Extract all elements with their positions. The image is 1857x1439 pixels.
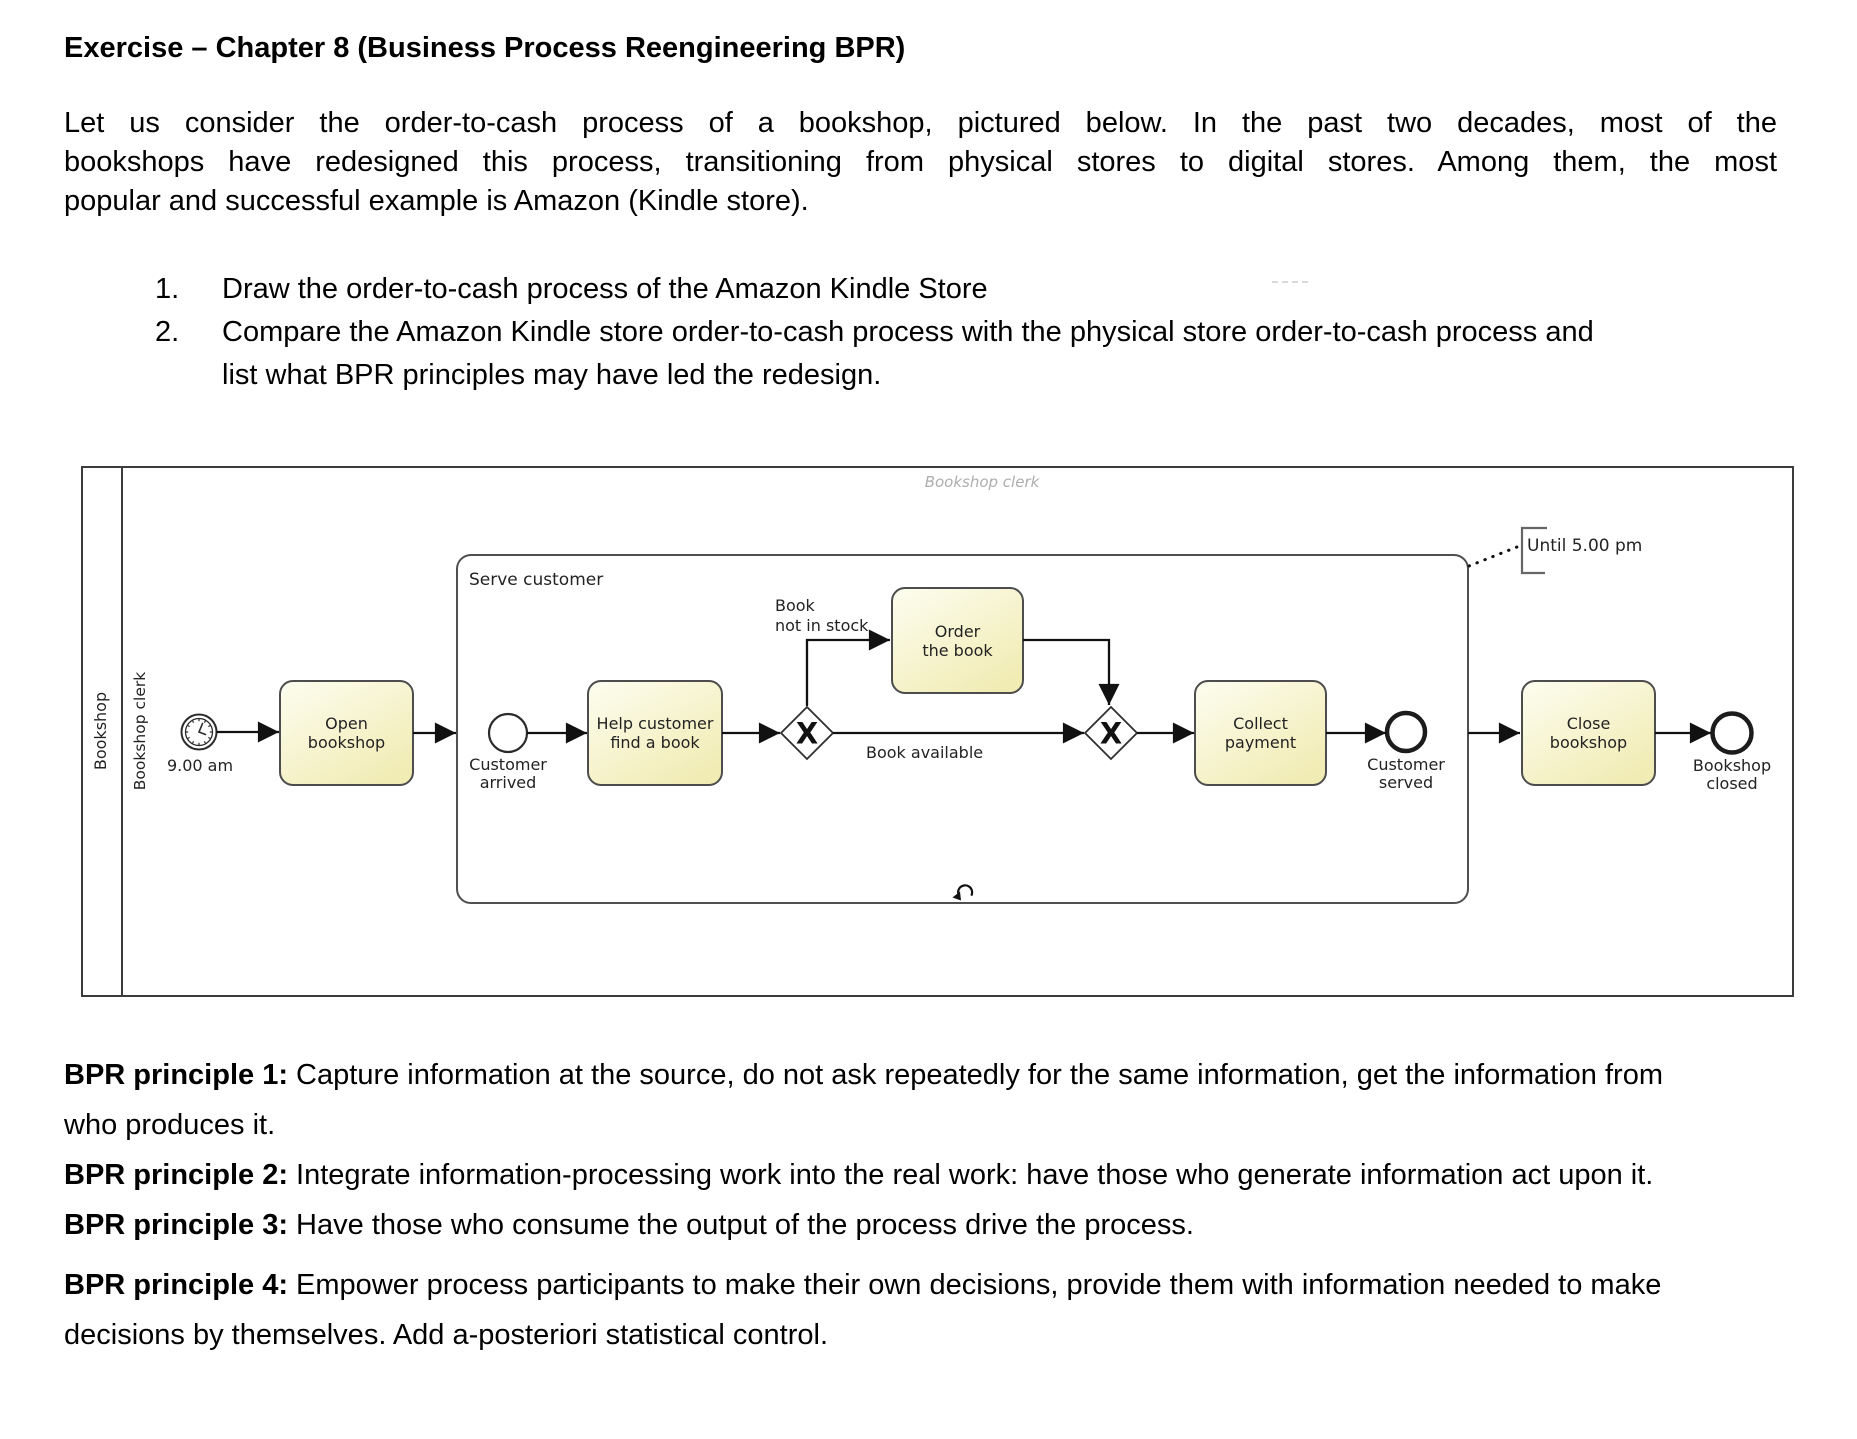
xor-split-x-icon: X [796, 717, 818, 751]
flow-order-to-merge [1023, 638, 1120, 705]
event-label-line: Customer [1367, 755, 1445, 774]
intro-line: Let us consider the order-to-cash proces… [64, 107, 1777, 139]
timer-clock-hands [198, 722, 207, 736]
task-label-line: bookshop [307, 733, 386, 752]
intro-line: bookshops have redesigned this process, … [64, 146, 1777, 178]
bpr-principle-2-label: BPR principle 2: [64, 1159, 288, 1191]
end-event-customer-served [1384, 710, 1428, 754]
list-number: 2. [155, 316, 180, 348]
end-event-bookshop-closed [1710, 711, 1754, 755]
bpr-principle-1-text: Capture information at the source, do no… [288, 1059, 1663, 1091]
event-label-bookshop-closed: Bookshop closed [1662, 757, 1802, 792]
exercise-list: 1. Draw the order-to-cash process of the … [155, 268, 1780, 397]
bpr-principle-3: BPR principle 3: Have those who consume … [64, 1200, 1777, 1250]
task-order-book-label: Order the book [892, 588, 1023, 693]
event-label-line: arrived [479, 772, 537, 792]
bpr-principle-2: BPR principle 2: Integrate information-p… [64, 1150, 1777, 1200]
intro-line: popular and successful example is Amazon… [64, 185, 809, 217]
xor-gateway-merge [1083, 705, 1139, 761]
task-label-line: find a book [610, 733, 700, 752]
list-item: 1. Draw the order-to-cash process of the … [155, 268, 1780, 311]
bpr-principle-3-label: BPR principle 3: [64, 1209, 288, 1241]
subprocess-serve-customer [456, 554, 1469, 904]
page-title: Exercise – Chapter 8 (Business Process R… [64, 32, 906, 64]
timer-clock-ticks [186, 719, 212, 745]
task-label-line: Close [1566, 714, 1611, 733]
list-item-continued: list what BPR principles may have led th… [222, 359, 882, 391]
list-number: 1. [155, 273, 180, 305]
task-label-line: Order [934, 621, 981, 641]
start-event-customer-arrived [487, 712, 529, 754]
sequence-flows [216, 629, 1711, 744]
xor-gateway-split [779, 705, 835, 761]
task-label-line: Help customer [596, 714, 714, 733]
bpr-principle-4-label: BPR principle 4: [64, 1269, 288, 1301]
loop-marker-icon [952, 884, 974, 901]
pool-label-bookshop: Bookshop [91, 691, 110, 771]
event-label-customer-arrived: Customer arrived [438, 756, 578, 791]
scan-artifact [1272, 281, 1308, 283]
event-label-line: Customer [469, 755, 547, 774]
bpr-principle-1-label: BPR principle 1: [64, 1059, 288, 1091]
task-label-line: payment [1224, 733, 1297, 752]
lane-label-bookshop-clerk: Bookshop clerk [131, 671, 149, 791]
bpr-principle-1-cont: who produces it. [64, 1109, 276, 1141]
list-item-text: Compare the Amazon Kindle store order-to… [222, 316, 1594, 348]
bpr-principle-4-cont: decisions by themselves. Add a-posterior… [64, 1319, 829, 1351]
intro-paragraph: Let us consider the order-to-cash proces… [64, 104, 1777, 221]
task-help-customer-label: Help customer find a book [588, 681, 722, 785]
flow-label-book-not-in-stock: Book not in stock [775, 596, 868, 636]
annotation-bracket [1520, 526, 1547, 575]
task-label-line: Open [325, 714, 368, 733]
lane-label-top-gray: Bookshop clerk [924, 473, 1040, 491]
annotation-association-dotted-line [1467, 545, 1519, 568]
event-label-line: served [1378, 772, 1434, 792]
bpr-principle-3-text: Have those who consume the output of the… [288, 1209, 1194, 1241]
flow-label-line: not in stock [775, 616, 869, 635]
flow-label-book-available: Book available [866, 743, 984, 762]
list-item-text: Draw the order-to-cash process of the Am… [222, 273, 988, 305]
bpr-principle-2-text: Integrate information-processing work in… [288, 1159, 1654, 1191]
list-item: 2. Compare the Amazon Kindle store order-… [155, 311, 1780, 354]
bpr-principle-1: BPR principle 1: Capture information at … [64, 1050, 1777, 1100]
flow-label-line: Book [775, 596, 815, 615]
event-label-line: closed [1706, 773, 1758, 793]
task-open-bookshop-label: Open bookshop [280, 681, 413, 785]
flow-book-not-in-stock [805, 629, 890, 706]
subprocess-label: Serve customer [469, 570, 604, 590]
bpr-principle-4: BPR principle 4: Empower process partici… [64, 1260, 1777, 1310]
bpr-principles: BPR principle 1: Capture information at … [64, 1050, 1777, 1360]
task-label-line: bookshop [1549, 733, 1628, 752]
timer-start-event-icon [180, 713, 218, 751]
timer-start-label: 9.00 am [166, 756, 234, 775]
xor-merge-x-icon: X [1100, 717, 1122, 751]
task-collect-payment-label: Collect payment [1195, 681, 1326, 785]
pool-bookshop [81, 466, 1794, 997]
task-label-line: the book [922, 640, 993, 660]
task-label-line: Collect [1233, 714, 1288, 733]
bpr-principle-4-text: Empower process participants to make the… [288, 1269, 1662, 1301]
event-label-line: Bookshop [1692, 756, 1772, 775]
timer-annotation-label: Until 5.00 pm [1527, 536, 1643, 556]
task-close-bookshop-label: Close bookshop [1522, 681, 1655, 785]
event-label-customer-served: Customer served [1336, 756, 1476, 791]
